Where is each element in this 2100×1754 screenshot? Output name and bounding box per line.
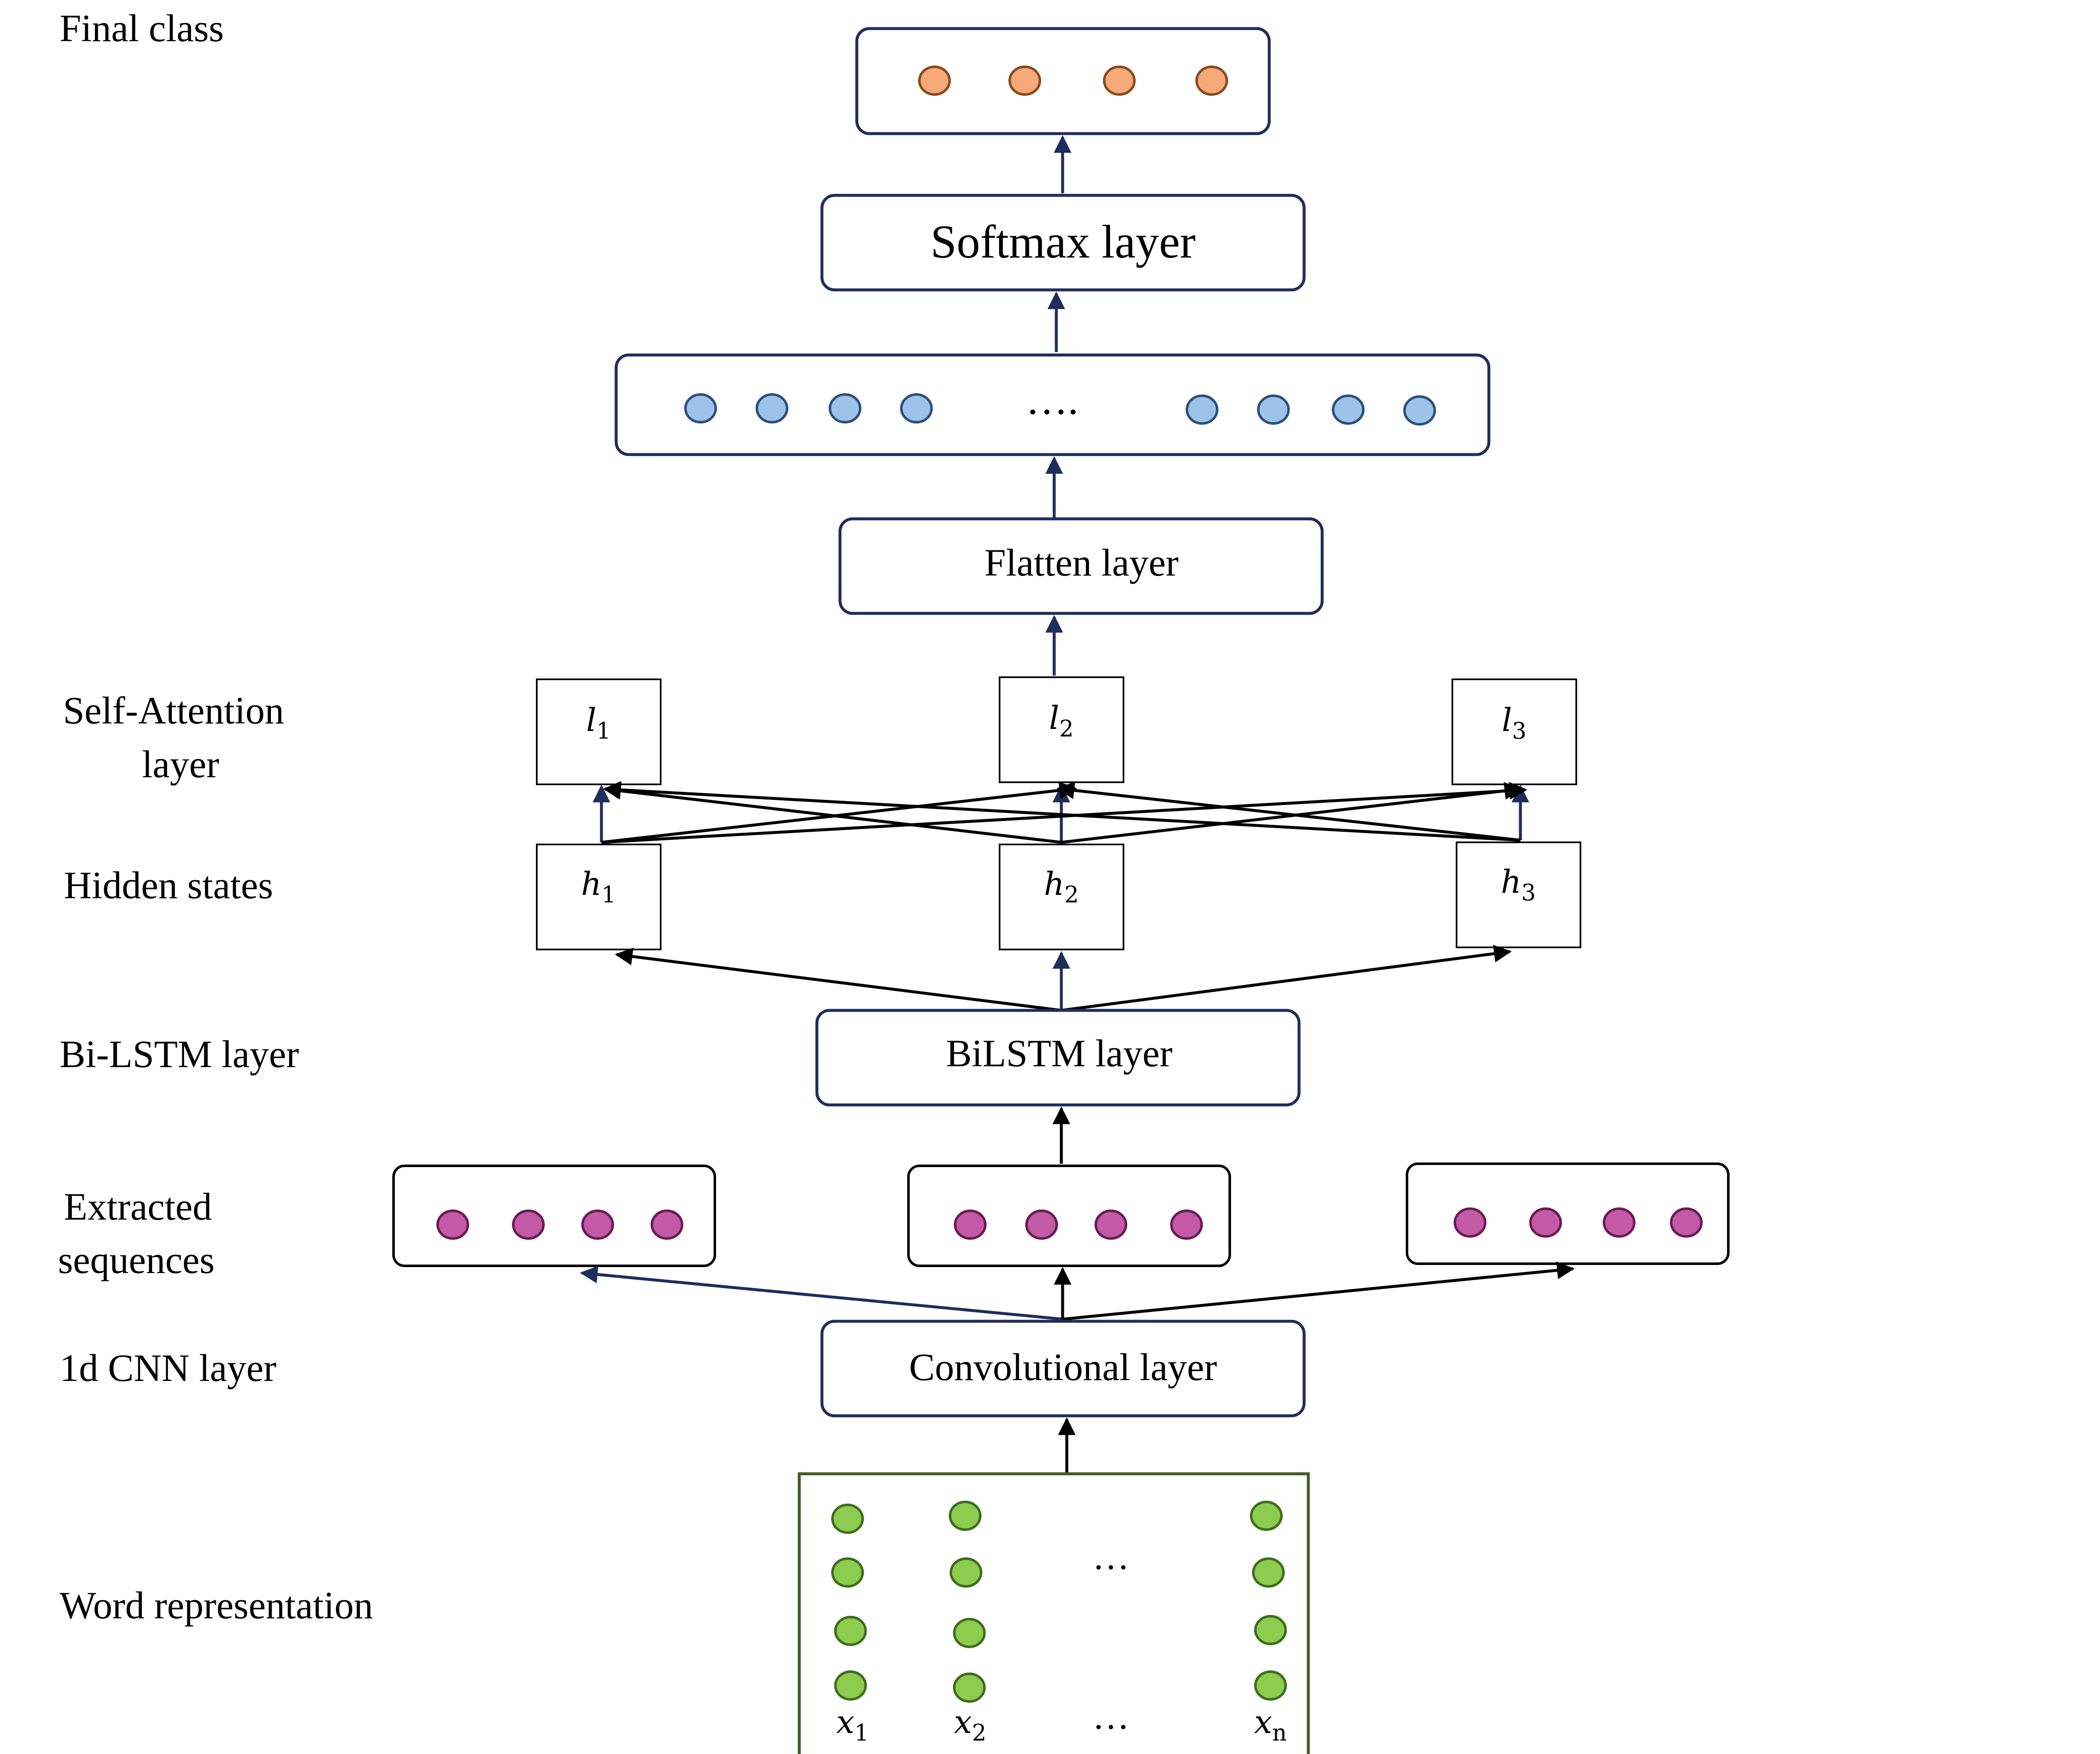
label-self-attention: Self-Attention (63, 689, 284, 732)
sequence-node-2 (512, 1210, 545, 1240)
dense-vector-box (614, 353, 1491, 456)
sequence-node-11 (1603, 1207, 1635, 1238)
final-class-node-1 (918, 66, 951, 96)
word-node-12 (1254, 1670, 1287, 1701)
softmax-layer-box (820, 194, 1306, 292)
attention-box-2 (999, 676, 1124, 783)
final-class-nodes (918, 66, 1228, 96)
final-class-node-3 (1103, 66, 1136, 96)
sequence-node-9 (1454, 1207, 1486, 1238)
bilstm-layer-label: BiLSTM layer (946, 1032, 1172, 1075)
arrow-bilstm-to-h1 (614, 947, 1062, 1012)
flatten-layer-label: Flatten layer (984, 541, 1179, 584)
label-word-representation: Word representation (60, 1584, 373, 1627)
dense-vector-nodes (684, 393, 1436, 426)
word-label-xn: xn (1254, 1703, 1287, 1746)
softmax-layer-label: Softmax layer (930, 216, 1195, 268)
label-hidden-states: Hidden states (64, 864, 273, 907)
word-label-x2: x2 (954, 1703, 986, 1746)
arrow-h2-to-l1 (603, 782, 1062, 844)
word-node-10 (834, 1670, 867, 1701)
word-node-8 (953, 1618, 986, 1648)
attention-label-2: l2 (1049, 699, 1074, 742)
label-cnn: 1d CNN layer (60, 1346, 276, 1389)
word-embedding-nodes (831, 1501, 1287, 1703)
word-node-3 (1250, 1501, 1283, 1531)
label-extracted: Extracted (64, 1185, 212, 1228)
word-node-2 (949, 1501, 982, 1531)
attention-cross-connections (601, 781, 1528, 844)
sequence-node-1 (436, 1210, 469, 1240)
sequence-node-3 (581, 1210, 614, 1240)
label-sequences: sequences (58, 1239, 215, 1281)
dense-node-4 (900, 393, 933, 423)
word-node-7 (834, 1616, 867, 1646)
arrow-h3-to-l1 (603, 781, 1521, 842)
dense-node-1 (684, 393, 717, 423)
word-node-9 (1254, 1615, 1287, 1645)
word-ellipsis-top: … (1092, 1537, 1129, 1578)
word-ellipsis-bottom: … (1092, 1696, 1129, 1737)
dense-node-5 (1186, 394, 1218, 425)
sequence-node-12 (1670, 1207, 1703, 1238)
conv-layer-label: Convolutional layer (909, 1346, 1217, 1388)
attention-label-3: l3 (1502, 701, 1527, 744)
conv-layer-box (820, 1320, 1306, 1417)
attention-label-1: l1 (586, 701, 611, 744)
hidden-box-2 (999, 844, 1124, 950)
attention-box-1 (536, 678, 662, 785)
word-node-5 (950, 1557, 982, 1588)
sequence-node-8 (1170, 1210, 1203, 1240)
hidden-box-3 (1456, 841, 1581, 948)
dense-node-7 (1332, 394, 1365, 425)
dense-ellipsis: …. (1026, 376, 1079, 423)
final-class-box (855, 27, 1271, 135)
word-node-1 (831, 1504, 864, 1534)
bilstm-layer-box (815, 1009, 1301, 1107)
arrow-conv-to-seq-3 (1062, 1261, 1575, 1321)
hidden-label-1: h1 (581, 865, 616, 908)
word-node-11 (953, 1672, 986, 1703)
arrow-bilstm-to-h3 (1061, 945, 1512, 1012)
sequence-node-5 (954, 1210, 987, 1240)
sequence-node-10 (1529, 1207, 1562, 1238)
word-node-4 (831, 1557, 864, 1588)
flatten-layer-box (838, 517, 1324, 615)
word-node-6 (1252, 1557, 1285, 1588)
final-class-node-2 (1008, 66, 1041, 96)
final-class-node-4 (1195, 66, 1228, 96)
arrow-conv-to-seq-1 (580, 1265, 1063, 1321)
word-representation-box (798, 1472, 1310, 1754)
label-self-attention-layer: layer (142, 743, 219, 786)
label-bilstm: Bi-LSTM layer (60, 1033, 299, 1076)
dense-node-6 (1257, 394, 1290, 425)
arrow-h3-to-l2 (1056, 781, 1521, 842)
dense-node-8 (1403, 395, 1436, 426)
sequence-box-1 (392, 1165, 716, 1267)
sequence-box-2 (907, 1165, 1231, 1267)
dense-node-2 (756, 393, 788, 423)
sequence-node-4 (651, 1210, 683, 1240)
attention-box-3 (1452, 678, 1577, 785)
sequence-node-7 (1095, 1210, 1127, 1240)
dense-node-3 (829, 393, 861, 423)
extracted-sequence-nodes (436, 1207, 1703, 1240)
hidden-label-3: h3 (1501, 863, 1536, 906)
label-final-class: Final class (60, 7, 224, 50)
hidden-box-1 (536, 844, 662, 950)
hidden-label-2: h2 (1044, 865, 1079, 908)
sequence-node-6 (1025, 1210, 1058, 1240)
word-label-x1: x1 (836, 1703, 869, 1746)
